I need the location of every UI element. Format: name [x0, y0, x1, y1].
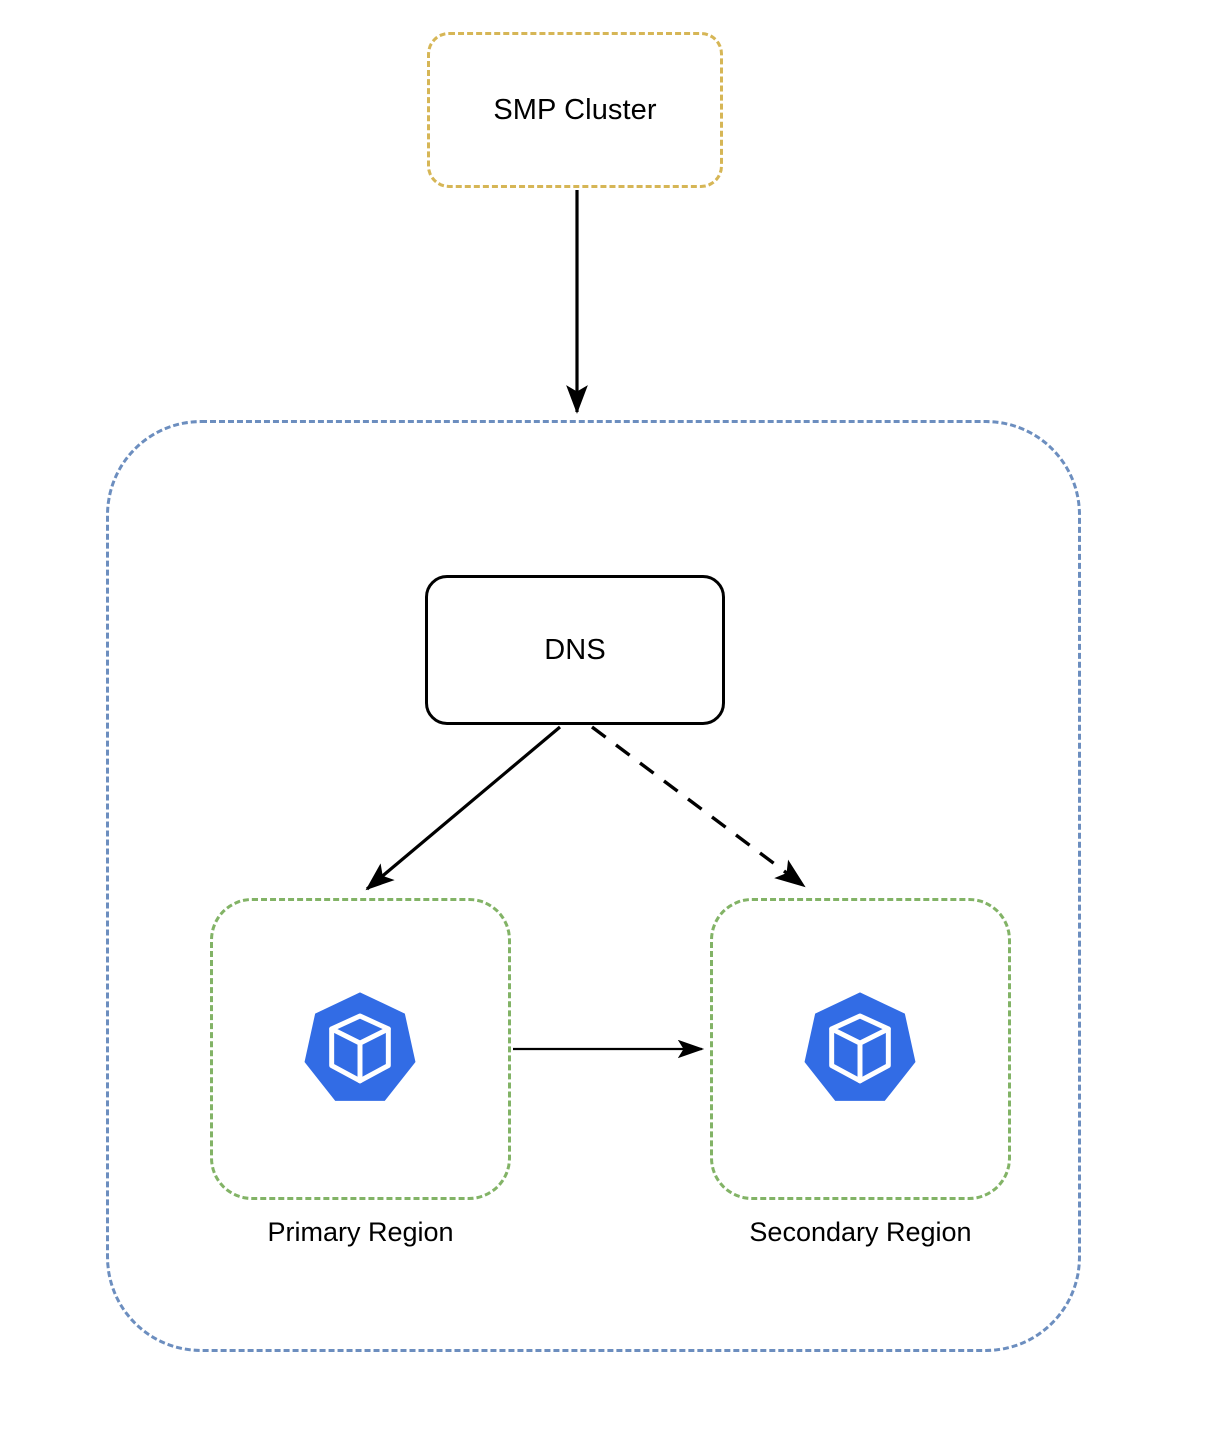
node-primary-region-label: Primary Region: [267, 1217, 454, 1247]
kubernetes-icon: [804, 992, 916, 1101]
node-secondary-region[interactable]: [710, 898, 1011, 1200]
kubernetes-icon: [304, 992, 416, 1101]
platform-container-boundary[interactable]: [106, 420, 1081, 1352]
node-smp-cluster[interactable]: SMP Cluster: [427, 32, 723, 188]
node-dns[interactable]: DNS: [425, 575, 725, 725]
node-secondary-region-label: Secondary Region: [749, 1217, 972, 1247]
node-primary-region[interactable]: [210, 898, 511, 1200]
node-smp-cluster-label: SMP Cluster: [493, 93, 657, 126]
node-dns-label: DNS: [544, 633, 606, 666]
